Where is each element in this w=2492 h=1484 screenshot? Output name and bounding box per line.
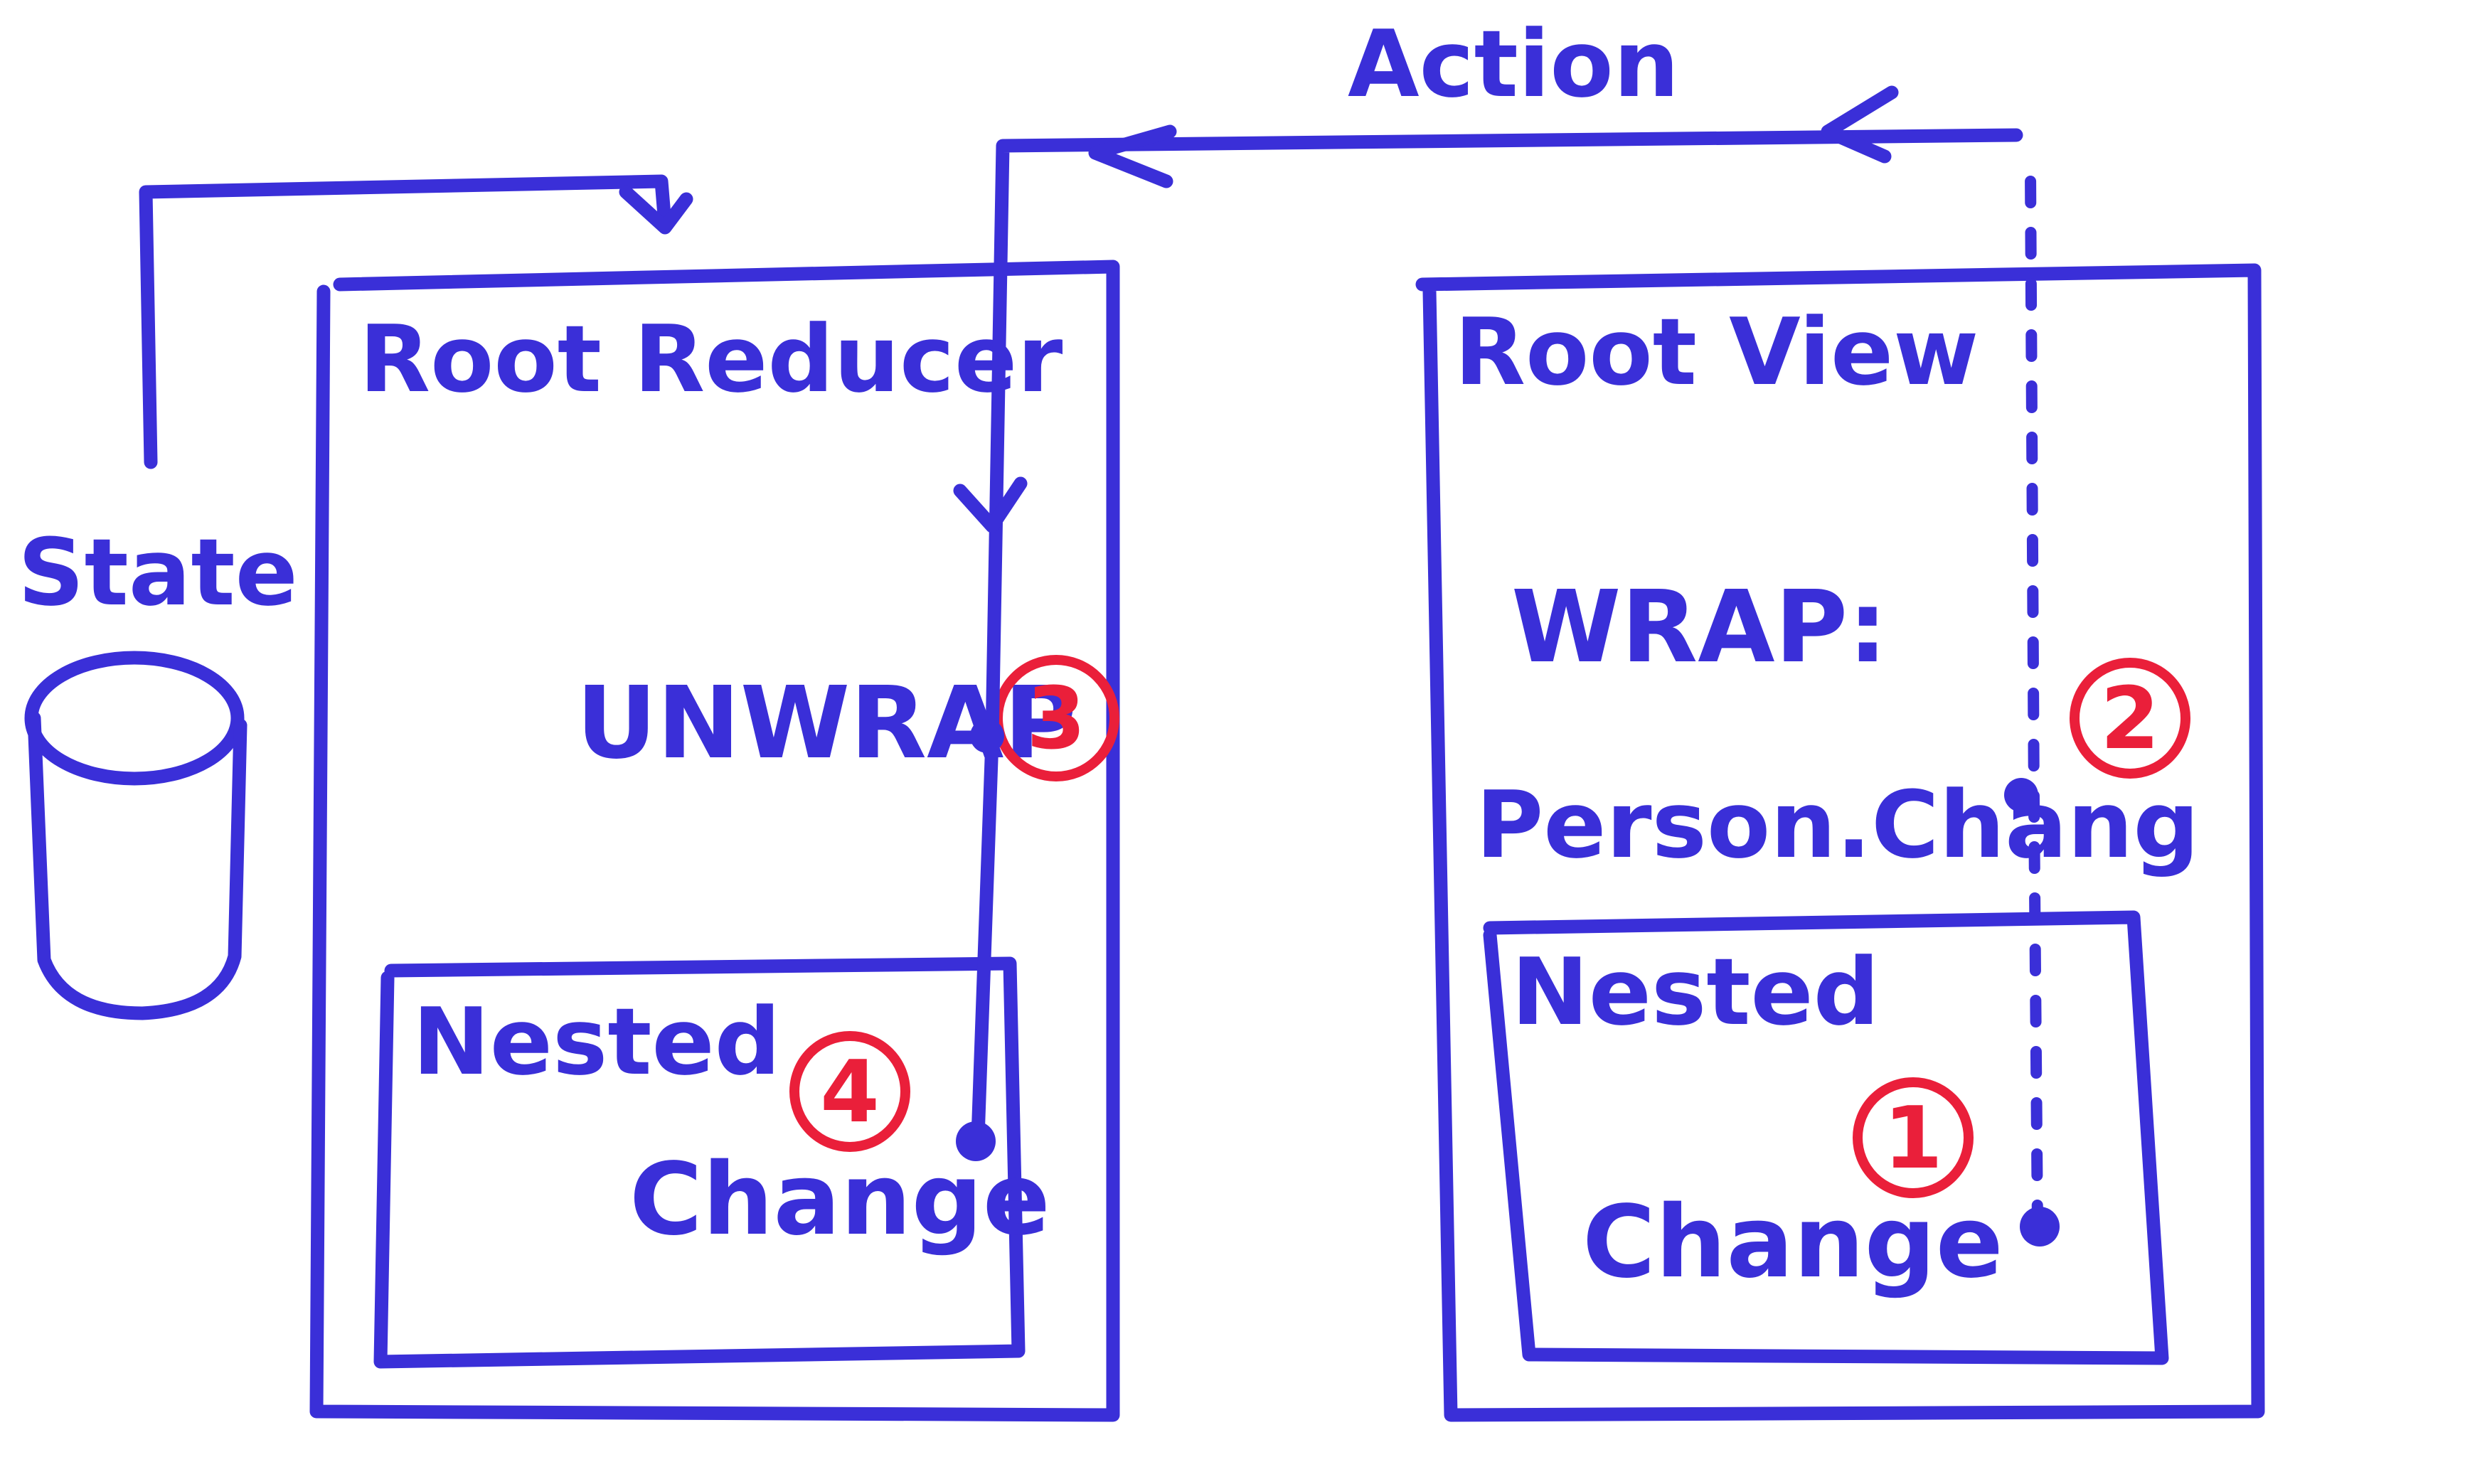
step-1-number: 1 [1883, 1089, 1943, 1188]
state-to-reducer-line [139, 174, 672, 469]
reducer-nested-title: Nested [412, 988, 781, 1096]
root-view-border [1415, 263, 2265, 1422]
database-icon-body [27, 711, 247, 1020]
reducer-nested-change: Change [629, 1142, 1050, 1258]
state-to-reducer-arrowhead [619, 185, 693, 235]
view-nested-dot [2020, 1207, 2060, 1247]
unwrap-dot [970, 719, 1004, 753]
root-view-box: Root View WRAP: Person.Chang Nested Chan… [1415, 263, 2265, 1422]
action-arrowhead-left [1088, 124, 1177, 188]
step-4-number: 4 [820, 1043, 880, 1142]
root-reducer-title: Root Reducer [359, 305, 1063, 413]
database-icon-top [24, 651, 245, 786]
reducer-nested-dot [956, 1121, 996, 1161]
state-label: State [18, 518, 298, 626]
step-1-marker [1853, 1077, 1974, 1198]
action-label: Action [1348, 10, 1679, 118]
view-nested-change: Change [1582, 1185, 2003, 1301]
root-reducer-box: Root Reducer UNWRAP Nested Change 3 4 [309, 260, 1120, 1422]
root-reducer-border [309, 260, 1120, 1422]
action-flow-line [971, 128, 2023, 1145]
wrap-dot [2004, 778, 2038, 812]
state-store: State [18, 518, 298, 1020]
view-nested-border [1483, 910, 2169, 1365]
view-dashed-connector [2025, 165, 2043, 1232]
action-arrowhead-down [953, 476, 1028, 533]
wrap-text: Person.Chang [1476, 771, 2199, 879]
step-4-marker [789, 1031, 910, 1152]
action-arrowhead-right [1821, 85, 1899, 164]
reducer-nested-border [373, 956, 1026, 1369]
step-2-marker [2070, 658, 2190, 779]
root-view-title: Root View [1454, 298, 1979, 406]
wrap-label: WRAP: [1511, 570, 1887, 685]
step-2-number: 2 [2100, 670, 2160, 769]
step-3-number: 3 [1026, 670, 1086, 769]
view-nested-title: Nested [1511, 938, 1880, 1046]
